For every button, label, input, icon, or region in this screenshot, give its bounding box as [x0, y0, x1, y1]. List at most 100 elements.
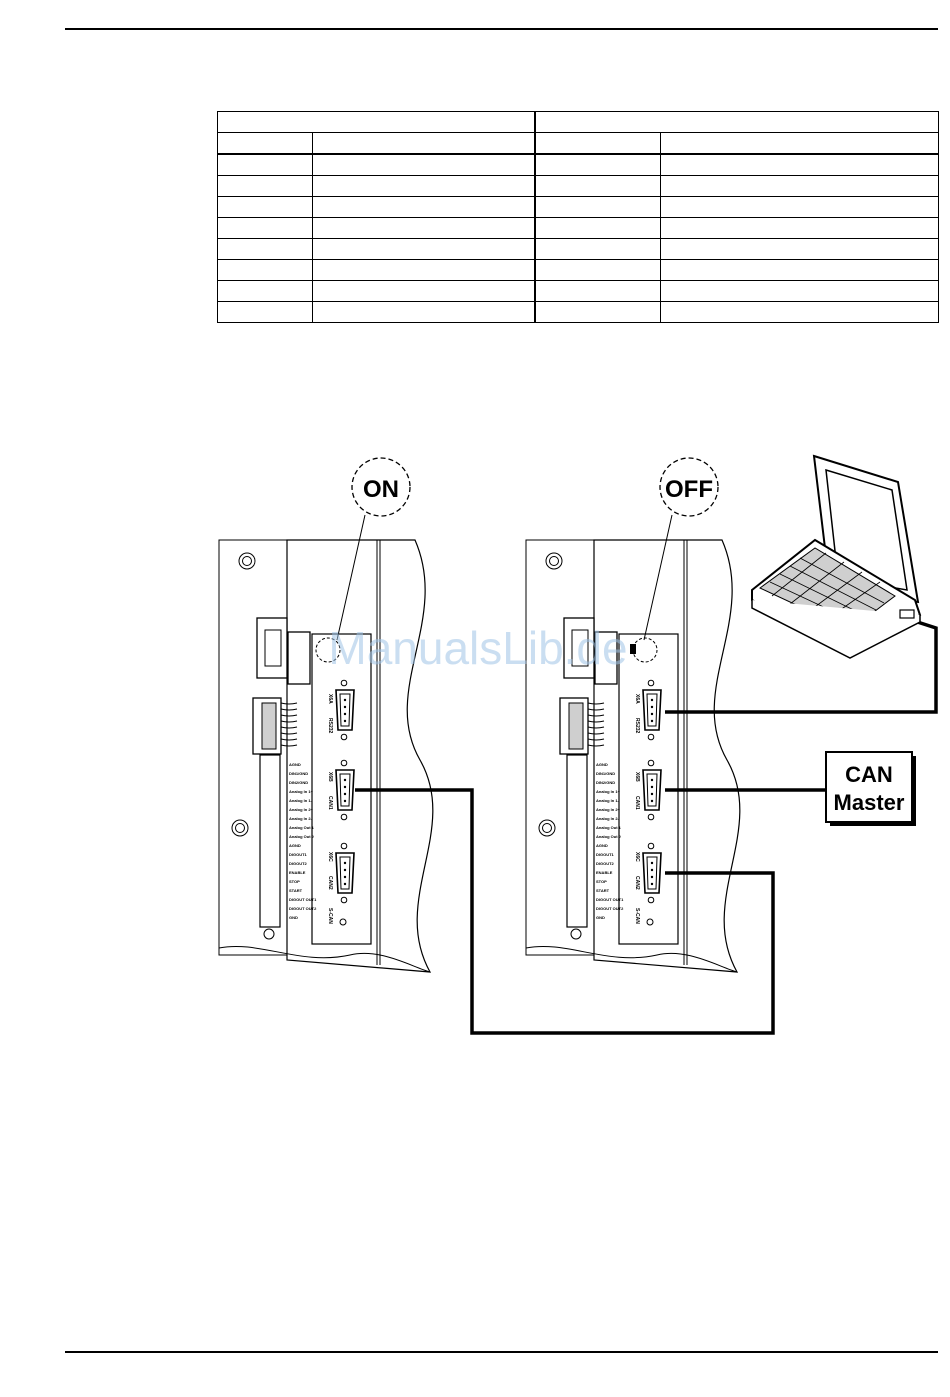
terminal-label: DIGOUT OUT2 — [289, 906, 317, 911]
terminal-label: Analog Out 2 — [289, 834, 315, 839]
right-switch-label: OFF — [665, 476, 713, 503]
table-cell — [312, 280, 536, 302]
mounting-screw-icon — [231, 819, 249, 837]
terminal-label: DIN1/GND — [596, 771, 615, 776]
terminal-label: Analog In 2- — [289, 816, 313, 821]
table-cell — [534, 259, 661, 281]
table-cell — [534, 175, 661, 197]
x6a-name-label: RS232 — [634, 718, 640, 734]
terminal-label: DIGOUT2 — [289, 861, 308, 866]
terminal-label: Analog In 1- — [596, 798, 620, 803]
terminal-label: Analog In 1- — [289, 798, 313, 803]
table-cell — [217, 175, 313, 197]
table-cell — [217, 238, 313, 260]
terminal-label: AGND — [596, 843, 608, 848]
table-cell — [312, 238, 536, 260]
can-cables — [355, 616, 938, 1035]
table-row — [217, 259, 939, 281]
can-master-line1: CAN — [845, 762, 893, 787]
laptop-icon — [751, 454, 922, 659]
pin-assignment-table — [217, 111, 939, 323]
header-rule — [65, 28, 938, 30]
x6a-label: X6A — [634, 694, 640, 704]
terminal-label: AGND — [596, 762, 608, 767]
table-cell — [534, 196, 661, 218]
terminal-label: GND — [596, 915, 605, 920]
table-cell — [217, 217, 313, 239]
can-wiring-diagram: X6A RS232 X6B CAN1 X6C CAN2 S-CAN AGND D… — [218, 454, 938, 1035]
table-row — [217, 280, 939, 302]
table-cell — [217, 259, 313, 281]
x6a-name-label: RS232 — [327, 718, 333, 734]
right-switch-callout — [659, 457, 719, 517]
left-drive-unit: X6A RS232 X6B CAN1 X6C CAN2 S-CAN AGND D… — [218, 457, 434, 973]
terminal-label: DIGOUT1 — [596, 852, 615, 857]
table-cell — [660, 301, 939, 323]
terminal-label: DIGOUT OUT2 — [596, 906, 624, 911]
terminal-label: DIGOUT1 — [289, 852, 308, 857]
rs232-pc-cable — [665, 616, 938, 714]
terminal-label: Analog Out 2 — [596, 834, 622, 839]
table-row — [217, 238, 939, 260]
table-cell — [217, 280, 313, 302]
table-cell — [217, 301, 313, 323]
terminal-label: DIN2/GND — [289, 780, 308, 785]
x6c-label: X6C — [634, 852, 640, 862]
table-header-cell — [660, 132, 939, 155]
table-cell — [312, 153, 536, 176]
can-master-device: CAN Master — [825, 751, 916, 826]
table-group-header-row — [217, 111, 939, 133]
mounting-screw-icon — [263, 928, 275, 940]
table-cell — [217, 196, 313, 218]
mounting-screw-icon — [570, 928, 582, 940]
table-cell — [660, 217, 939, 239]
table-cell — [312, 196, 536, 218]
table-cell — [660, 280, 939, 302]
s-can-label: S-CAN — [327, 908, 333, 924]
terminal-label: DIN1/GND — [289, 771, 308, 776]
table-cell — [660, 259, 939, 281]
left-switch-callout — [351, 457, 411, 517]
terminal-label: Analog In 1+ — [289, 789, 314, 794]
terminal-label: DIGOUT2 — [596, 861, 615, 866]
terminal-label: ENABLE — [596, 870, 613, 875]
table-header-cell — [217, 132, 313, 155]
table-cell — [534, 280, 661, 302]
right-drive-unit: X6A RS232 X6B CAN1 X6C CAN2 S-CAN AGND D… — [525, 457, 741, 973]
terminal-label: STOP — [289, 879, 300, 884]
mounting-screw-icon — [238, 552, 256, 570]
table-group-header-right — [534, 111, 939, 133]
table-header-cell — [534, 132, 661, 155]
table-group-header-left — [217, 111, 536, 133]
terminal-label: DIGOUT OUT1 — [596, 897, 624, 902]
watermark-text: ManualsLib.de — [328, 622, 627, 674]
table-column-header-row — [217, 132, 939, 155]
mounting-screw-icon — [545, 552, 563, 570]
terminal-label: Analog In 1+ — [596, 789, 621, 794]
x6c-name-label: CAN2 — [634, 876, 640, 890]
right-terminal-labels: AGND DIN1/GND DIN2/GND Analog In 1+ Anal… — [596, 762, 624, 920]
table-row — [217, 175, 939, 197]
terminal-label: DIN2/GND — [596, 780, 615, 785]
table-cell — [312, 259, 536, 281]
terminal-label: AGND — [289, 762, 301, 767]
x6b-name-label: CAN1 — [327, 796, 333, 810]
left-terminal-labels: AGND DIN1/GND DIN2/GND Analog In 1+ Anal… — [289, 762, 317, 920]
table-cell — [534, 153, 661, 176]
table-cell — [660, 196, 939, 218]
x6c-label: X6C — [327, 852, 333, 862]
table-header-cell — [312, 132, 536, 155]
table-cell — [660, 238, 939, 260]
table-row — [217, 217, 939, 239]
terminal-label: START — [289, 888, 303, 893]
table-row — [217, 153, 939, 176]
x6b-name-label: CAN1 — [634, 796, 640, 810]
x6c-name-label: CAN2 — [327, 876, 333, 890]
table-cell — [534, 238, 661, 260]
table-cell — [534, 301, 661, 323]
terminal-label: Analog In 2- — [596, 816, 620, 821]
mounting-screw-icon — [538, 819, 556, 837]
terminal-label: Analog In 2+ — [596, 807, 621, 812]
table-cell — [660, 175, 939, 197]
x6b-label: X6B — [327, 772, 333, 782]
